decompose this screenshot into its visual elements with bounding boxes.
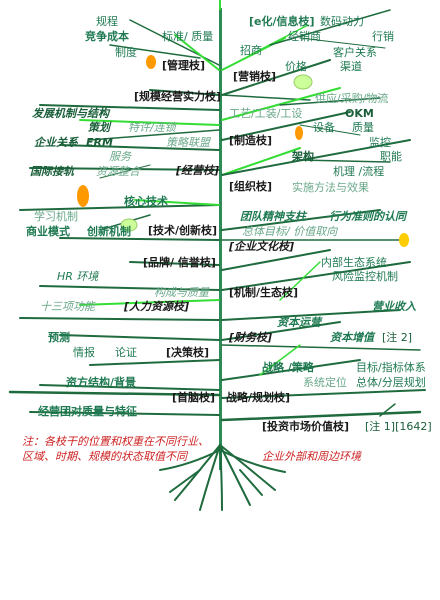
leaf-zhu1: [注 1][1642] [365,420,432,433]
leaf-zongtimubiao: 总体目标/ 价值取向 [242,225,338,238]
branch-label-juece: [决策枝] [166,346,210,359]
fruit-orange-1 [146,55,156,69]
left-branches [8,19,221,416]
leaf-jili: 机理 /流程 [333,165,385,178]
leaf-xingxiao: 行销 [372,30,394,43]
leaf-tezhu: 特许/连锁 [128,121,176,134]
leaf-ziyuan: 资源整合 [96,165,140,178]
leaf-celuelianmeng: 策略联盟 [166,136,210,149]
leaf-kehu: 客户关系 [333,46,377,59]
leaf-erm: ERM [86,136,113,149]
branch-label-renli: [人力资源枝] [124,300,190,313]
branch-label-zhizao: [制造枝] [229,134,273,147]
fruit-orange-2 [295,126,303,140]
leaf-hr: HR 环境 [57,270,99,283]
fruit-green-1 [293,74,313,90]
leaf-jiankong: 监控 [369,136,391,149]
fruit-orange-3 [77,185,89,207]
leaf-shishi: 实施方法与效果 [292,181,369,194]
leaf-zhanluecelue: 战略 /策略 [262,361,314,374]
leaf-jingxiaoshang: 经销商 [288,30,321,43]
leaf-neibu: 内部生态系统 [321,256,387,269]
leaf-zhu2: [注 2] [382,331,413,344]
leaf-okm: OKM [345,107,374,120]
leaf-shebei: 设备 [313,121,335,134]
note-line-1: 注：各枝干的位置和权重在不同行业、 [22,435,209,448]
leaf-gongying: 供应/采购/物流 [315,92,389,105]
leaf-ziben: 资本运营 [277,316,321,329]
leaf-xuexi: 学习机制 [34,210,78,223]
leaf-hexin: 核心技术 [124,195,168,208]
leaf-yingye: 营业收入 [372,300,416,313]
leaf-gongyi: 工艺/工装/工设 [229,107,303,120]
leaf-goucheng: 构成与质量 [154,286,209,299]
leaf-jingzheng: 竞争成本 [85,30,129,43]
leaf-zichan: 资方结构/背景 [66,376,137,389]
leaf-fengxian: 风险监控机制 [332,270,398,283]
right-branches [220,9,426,422]
leaf-zhiliang: 质量 [352,121,374,134]
branch-label-qiyewenhua: [企业文化枝] [229,240,295,253]
leaf-xingwei: 行为准则的认同 [329,210,406,223]
leaf-zibenzengzhi: 资本增值 [330,331,374,344]
fruit-green-2 [120,218,138,232]
leaf-jingyingtuandui: 经营团对质量与特征 [38,405,137,418]
leaf-lunzheng: 论证 [115,346,137,359]
branch-label-shounao: [首脑枝] [172,391,216,404]
leaf-biaozhun: 标准/ 质量 [162,30,214,43]
leaf-qiyeguanxi: 企业关系 [34,136,78,149]
leaf-qingbao: 情报 [73,346,95,359]
leaf-chuangxin: 创新机制 [87,225,131,238]
leaf-jiegou: 架构 [292,150,314,163]
leaf-xitong: 系统定位 [303,376,347,389]
leaf-zhineng: 职能 [380,150,402,163]
outer-environment-label: 企业外部和周边环境 [262,450,361,463]
branch-label-guanli: [管理枝] [162,59,206,72]
branch-label-jishu: [技术/创新枝] [148,224,218,237]
leaf-shangye: 商业模式 [26,225,70,238]
leaf-zongti: 总体/分层规划 [356,376,426,389]
note-line-2: 区域、时期、规模的状态取值不同 [22,450,187,463]
branch-label-jingying: [经营枝] [176,164,220,177]
branch-label-yingxiao: [营销枝] [233,70,277,83]
leaf-qudao: 渠道 [340,60,362,73]
branch-label-guimo: [规模经营实力枝] [134,90,222,103]
leaf-celue: 策划 [88,121,110,134]
fruit-orange-4 [399,233,409,247]
leaf-zhidu: 制度 [115,46,137,59]
leaf-tuandui: 团队精神支柱 [240,210,306,223]
leaf-exinxi: [e化/信息枝] [249,15,315,28]
leaf-jiage: 价格 [285,60,307,73]
leaf-guojijiegui: 国际接轨 [30,165,74,178]
leaf-shisanxiang: 十三项功能 [40,300,95,313]
leaf-shuma: 数码动力 [320,15,364,28]
branch-label-zuzhi: [组织枝] [229,180,273,193]
branch-label-jizhi: [机制/生态枝] [229,286,299,299]
leaf-mubiao: 目标/指标体系 [356,361,426,374]
branch-label-caiwu: [财务枝] [229,331,273,344]
leaf-guicheng: 规程 [96,15,118,28]
branch-label-zhanlue: 战略/规划枝] [226,391,291,404]
trunk [219,8,222,470]
leaf-yuce: 预测 [48,331,70,344]
leaf-zhaoshang: 招商 [240,44,262,57]
leaf-fuwu: 服务 [109,150,131,163]
leaf-fazhan: 发展机制与结构 [32,107,109,120]
roots [159,444,286,511]
branch-label-pinpai: [品牌/ 信誉枝] [143,256,216,269]
branch-label-touzi: [投资市场价值枝] [262,420,350,433]
